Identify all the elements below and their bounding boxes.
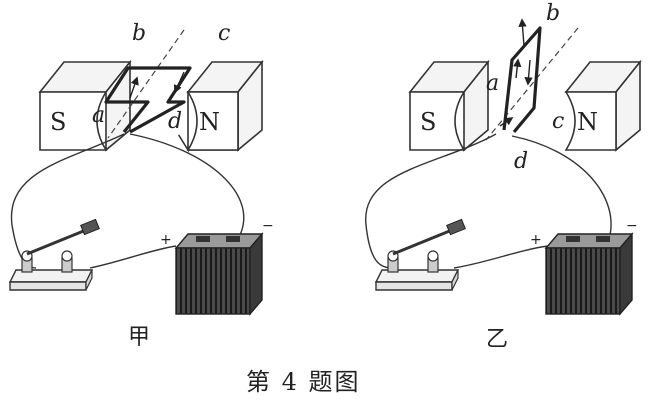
- battery-b: + −: [530, 218, 638, 316]
- figure-caption: 第 4 题图: [246, 368, 361, 396]
- caption-a: 甲: [128, 325, 150, 350]
- battery-plus-a: +: [160, 232, 172, 248]
- s-magnet-b: S: [408, 59, 490, 152]
- label-a-a: a: [92, 103, 105, 128]
- s-pole-label-a: S: [50, 108, 66, 136]
- current-arrow-top-b: [518, 18, 527, 47]
- n-magnet-a: N: [178, 59, 264, 153]
- battery-minus-a: −: [262, 218, 274, 234]
- wire-right-b: [511, 135, 612, 236]
- n-magnet-b: N: [564, 59, 642, 152]
- label-c-b: c: [552, 109, 564, 134]
- label-a-b: a: [486, 71, 499, 96]
- wire-switch-battery-a: [89, 245, 177, 269]
- label-b-a: b: [132, 21, 146, 46]
- diagram-a: S N a b c d: [8, 21, 274, 350]
- coil-a: [104, 66, 192, 134]
- coil-b: [502, 26, 542, 134]
- caption-b: 乙: [486, 327, 508, 352]
- battery-a: + −: [160, 218, 274, 316]
- label-c-a: c: [218, 21, 230, 46]
- current-arrow-cd-a: [173, 71, 185, 94]
- battery-plus-b: +: [530, 232, 542, 248]
- current-arrow-ab-a: [129, 76, 139, 99]
- label-d-a: d: [168, 109, 182, 134]
- current-arrow-right-b: [524, 59, 533, 86]
- n-pole-label-b: N: [577, 108, 598, 136]
- wire-left-b: [365, 133, 497, 269]
- knife-switch-b: [374, 218, 466, 291]
- wire-switch-battery-b: [453, 245, 549, 269]
- diagram-b: S N a b c d: [365, 1, 642, 352]
- current-arrow-left-b: [513, 58, 522, 79]
- label-b-b: b: [546, 1, 560, 26]
- battery-minus-b: −: [626, 218, 638, 234]
- rotation-axis-a: [107, 29, 185, 139]
- n-pole-label-a: N: [199, 108, 220, 136]
- current-arrow-bottom-b: [499, 117, 514, 127]
- wire-right-a: [129, 133, 245, 236]
- wire-left-a: [10, 133, 125, 269]
- label-d-b: d: [514, 149, 528, 174]
- s-pole-label-b: S: [420, 108, 436, 136]
- s-magnet-a: S: [38, 59, 132, 152]
- knife-switch-a: [8, 218, 100, 291]
